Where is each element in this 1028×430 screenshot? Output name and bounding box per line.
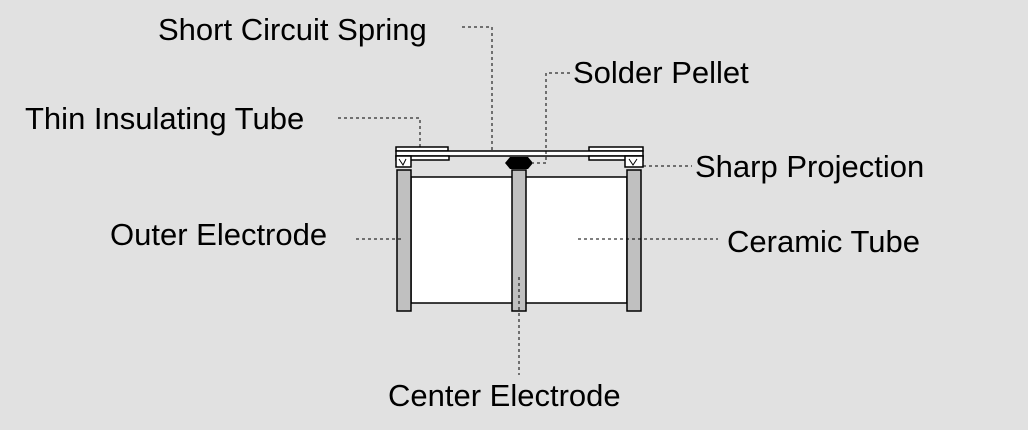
leader-solder-pellet (533, 72, 570, 164)
leader-thin-insulating-tube (338, 117, 421, 147)
leader-short-circuit-spring (462, 26, 493, 152)
label-sharp-projection: Sharp Projection (695, 149, 924, 184)
outer-electrode-left (396, 169, 412, 312)
sharp-projection-right-mark (628, 158, 638, 166)
label-center-electrode: Center Electrode (388, 378, 621, 413)
label-ceramic-tube: Ceramic Tube (727, 224, 920, 259)
solder-pellet (505, 157, 533, 169)
sharp-projection-left-mark (398, 158, 407, 166)
label-thin-insulating-tube: Thin Insulating Tube (25, 101, 304, 136)
outer-electrode-right (626, 169, 642, 312)
short-circuit-spring (395, 150, 644, 157)
center-electrode (511, 169, 527, 312)
label-outer-electrode: Outer Electrode (110, 217, 327, 252)
label-short-circuit-spring: Short Circuit Spring (158, 12, 427, 47)
sharp-projection-right (624, 155, 644, 168)
sharp-projection-left (395, 155, 412, 168)
label-solder-pellet: Solder Pellet (573, 55, 749, 90)
